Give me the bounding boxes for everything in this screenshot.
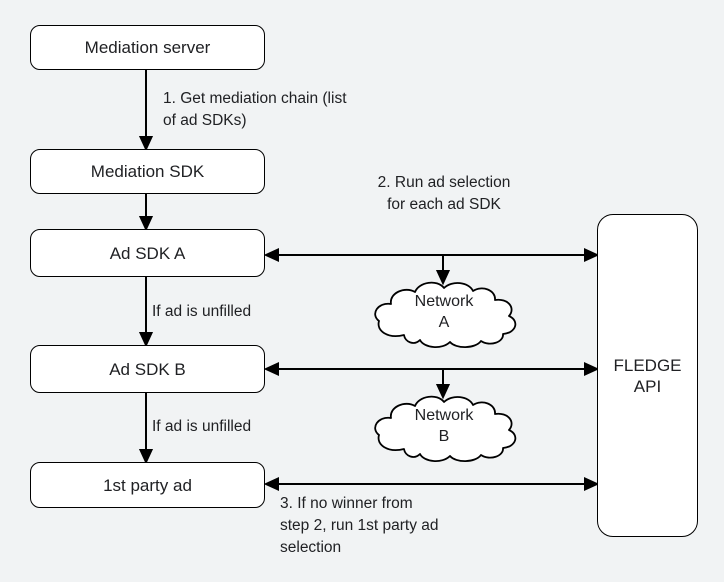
arrowhead-adsdkb-right xyxy=(584,361,600,377)
arrowhead-to-network-b xyxy=(435,384,451,400)
node-first-party-ad: 1st party ad xyxy=(30,462,265,508)
cloud-label-network-a: Network A xyxy=(414,293,474,331)
arrowhead-server-to-sdk xyxy=(138,136,154,152)
arrowhead-to-network-a xyxy=(435,270,451,286)
cloud-network-b xyxy=(374,395,517,463)
node-mediation-server: Mediation server xyxy=(30,25,265,70)
arrowhead-firstparty-right xyxy=(584,476,600,492)
arrowhead-adsdkb-to-firstparty xyxy=(138,449,154,465)
arrowhead-firstparty-left xyxy=(263,476,279,492)
arrowhead-adsdka-right xyxy=(584,247,600,263)
node-mediation-sdk: Mediation SDK xyxy=(30,149,265,194)
cloud-label-network-b: Network B xyxy=(414,407,474,445)
annotation-step3-first-party-selection: 3. If no winner from step 2, run 1st par… xyxy=(280,495,439,556)
node-fledge-api: FLEDGE API xyxy=(597,214,698,537)
annotation-step2-run-ad-selection: 2. Run ad selection for each ad SDK xyxy=(377,174,511,213)
cloud-network-a xyxy=(374,281,517,349)
annotation-if-ad-unfilled-a: If ad is unfilled xyxy=(152,303,252,320)
arrowhead-adsdka-to-adsdkb xyxy=(138,332,154,348)
arrowhead-adsdkb-left xyxy=(263,361,279,377)
node-ad-sdk-b: Ad SDK B xyxy=(30,345,265,393)
node-ad-sdk-a: Ad SDK A xyxy=(30,229,265,277)
annotation-step1-get-mediation-chain: 1. Get mediation chain (list of ad SDKs) xyxy=(163,90,347,129)
arrowhead-adsdka-left xyxy=(263,247,279,263)
arrowhead-sdk-to-adsdka xyxy=(138,216,154,232)
annotation-if-ad-unfilled-b: If ad is unfilled xyxy=(152,418,252,435)
